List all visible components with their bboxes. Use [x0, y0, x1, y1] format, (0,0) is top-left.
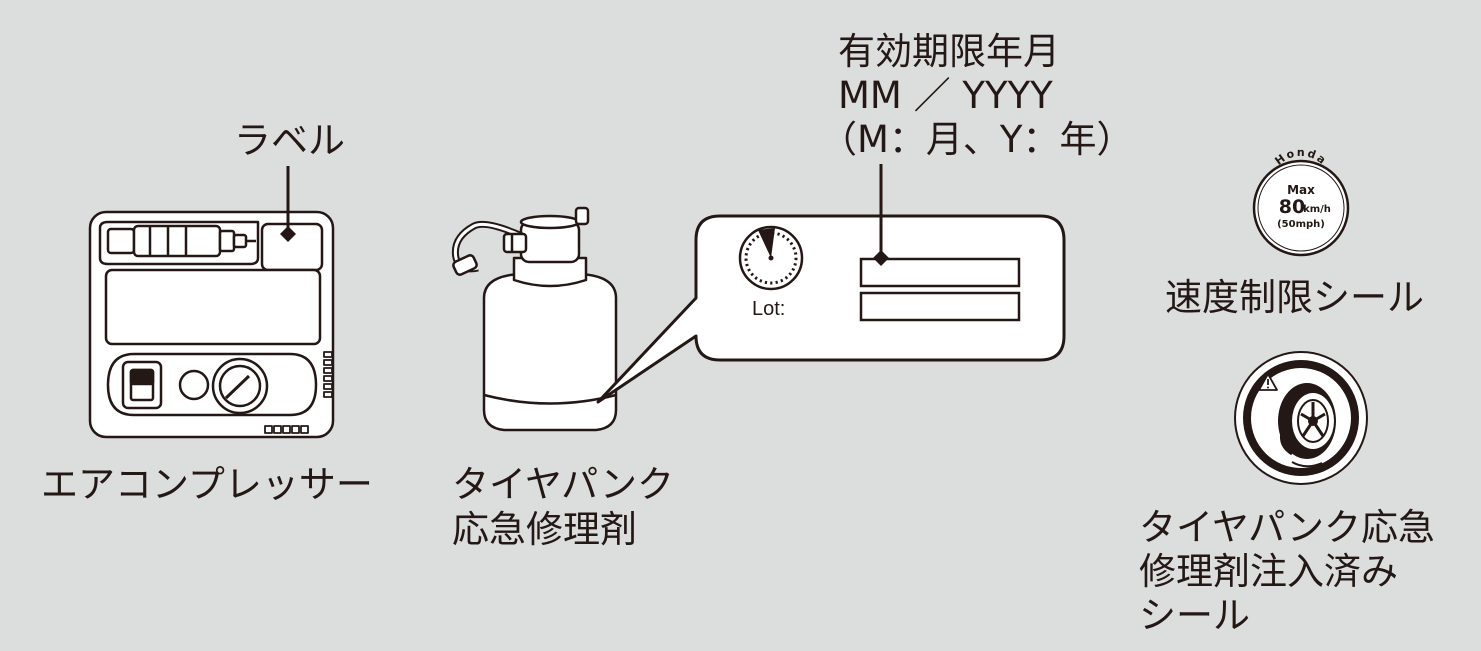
clock-dial-icon	[738, 225, 804, 291]
compressor-caption: エアコンプレッサー	[41, 463, 373, 506]
expiry-title: 有効期限年月	[838, 30, 1060, 73]
pressure-gauge-icon	[211, 357, 269, 415]
lot-label: Lot:	[752, 298, 786, 320]
expiry-legend: （M：月、Y：年）	[820, 118, 1134, 161]
air-compressor	[88, 210, 335, 439]
speed-badge-unit: km/h	[1303, 204, 1331, 215]
injected-seal-caption-line3: シール	[1139, 594, 1250, 637]
speed-badge-mph: (50mph)	[1277, 219, 1325, 230]
power-switch-icon	[121, 360, 163, 410]
power-plug-icon	[106, 224, 256, 258]
speed-limit-seal: Honda Max 80 km/h (50mph)	[1252, 146, 1350, 257]
label-caption: ラベル	[234, 119, 345, 162]
injected-seal-caption-line2: 修理剤注入済み	[1139, 550, 1398, 593]
valve-knob-icon	[178, 369, 210, 401]
tire-wheel-icon	[1278, 383, 1336, 468]
expiry-leader	[873, 164, 889, 266]
injected-seal-caption-line1: タイヤパンク応急	[1139, 506, 1435, 549]
repair-kit-caption-line1: タイヤパンク	[452, 463, 674, 506]
speed-badge-speed: 80	[1279, 196, 1305, 218]
speed-seal-caption: 速度制限シール	[1165, 276, 1424, 319]
repair-kit-caption-line2: 応急修理剤	[452, 508, 637, 551]
lot-number-box	[859, 291, 1021, 322]
label-leader	[280, 166, 296, 242]
expiry-date-box	[859, 257, 1021, 288]
warning-triangle-icon	[1258, 373, 1278, 391]
compressor-window	[104, 268, 322, 346]
repair-sealant-bottle	[451, 206, 618, 432]
speed-badge-max: Max	[1287, 183, 1315, 197]
expiry-boxes	[859, 257, 1021, 322]
sealant-injected-seal	[1234, 351, 1368, 485]
expiry-format: MM ／ YYYY	[838, 74, 1053, 117]
vent-slots	[264, 351, 333, 434]
